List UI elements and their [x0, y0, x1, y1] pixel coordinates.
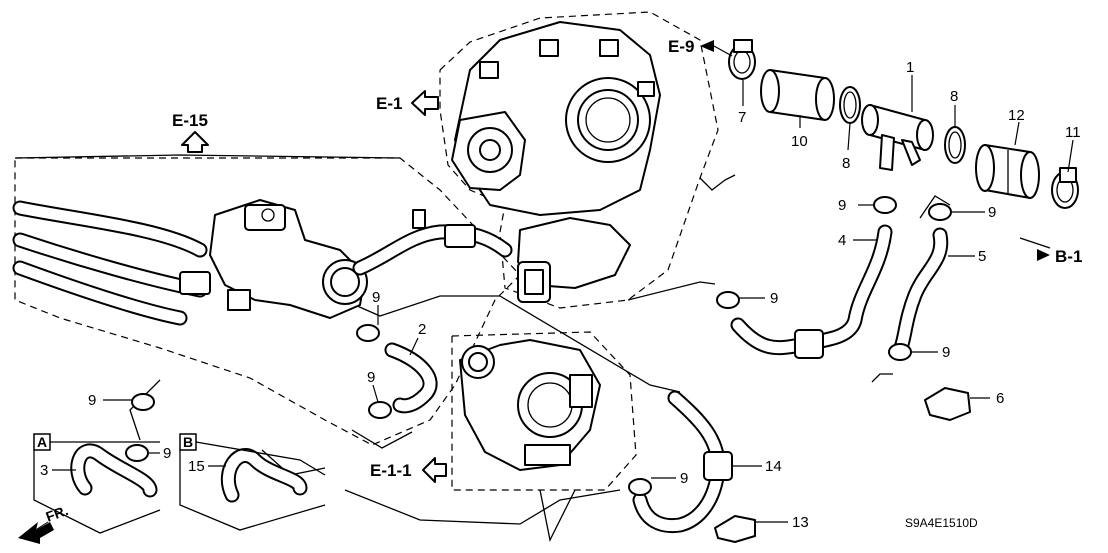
e1-arrow-icon [411, 90, 439, 116]
callout-11: 11 [1065, 124, 1081, 141]
callout-9a: 9 [838, 197, 846, 214]
assembly-outlines [14, 11, 719, 491]
callout-5: 5 [978, 248, 986, 265]
callout-6: 6 [996, 390, 1004, 407]
box-a-label: A [37, 434, 47, 450]
e9-arrow-icon [700, 40, 714, 52]
callout-7: 7 [738, 109, 746, 126]
ref-e15: E-15 [172, 111, 208, 130]
callout-9g: 9 [88, 392, 96, 409]
front-label: FR. [44, 502, 71, 525]
callout-9d: 9 [942, 344, 950, 361]
ref-e1-1: E-1-1 [370, 461, 412, 480]
callout-9f: 9 [367, 369, 375, 386]
ref-b1: B-1 [1055, 247, 1082, 266]
lower-throttle-body [459, 339, 601, 471]
hoses [70, 224, 949, 534]
reference-arrows [18, 40, 1050, 544]
water-passage-outline [14, 157, 521, 446]
callout-numbers: 1 7 10 8 8 12 11 9 9 4 5 9 9 6 9 2 9 9 9… [40, 59, 1081, 531]
callout-8b: 8 [950, 88, 958, 105]
box-b-label: B [183, 434, 193, 450]
callout-13: 13 [792, 514, 809, 531]
e1-1-arrow-icon [422, 457, 447, 483]
ref-e9: E-9 [668, 37, 694, 56]
callout-3: 3 [40, 462, 48, 479]
reference-labels: E-9 E-1 E-15 E-1-1 B-1 FR. S9A4E1510D [44, 37, 1083, 530]
callout-9c: 9 [770, 290, 778, 307]
front-hatch [25, 521, 49, 537]
pipe-assembly [728, 39, 1079, 209]
callout-8a: 8 [842, 155, 850, 172]
callout-9i: 9 [680, 470, 688, 487]
callout-9b: 9 [988, 204, 996, 221]
callout-1: 1 [906, 59, 914, 76]
throttle-body [412, 21, 661, 303]
callout-10: 10 [791, 133, 808, 150]
callout-9e: 9 [372, 289, 380, 306]
callout-9h: 9 [163, 445, 171, 462]
callout-12: 12 [1008, 107, 1025, 124]
callout-2: 2 [418, 321, 426, 338]
leader-lines [52, 75, 1074, 523]
sub-boxes: A B [33, 433, 326, 534]
ref-e1: E-1 [376, 94, 402, 113]
callout-4: 4 [838, 232, 846, 249]
b1-arrow-icon [1037, 249, 1050, 261]
callout-14: 14 [765, 458, 782, 475]
callout-15: 15 [188, 458, 205, 475]
front-arrow-icon [18, 522, 54, 544]
lower-throttle-outline [451, 331, 637, 491]
water-passage [12, 199, 513, 326]
part-code: S9A4E1510D [905, 516, 978, 530]
e15-arrow-icon [181, 131, 209, 153]
throttle-body-outline [439, 11, 719, 309]
